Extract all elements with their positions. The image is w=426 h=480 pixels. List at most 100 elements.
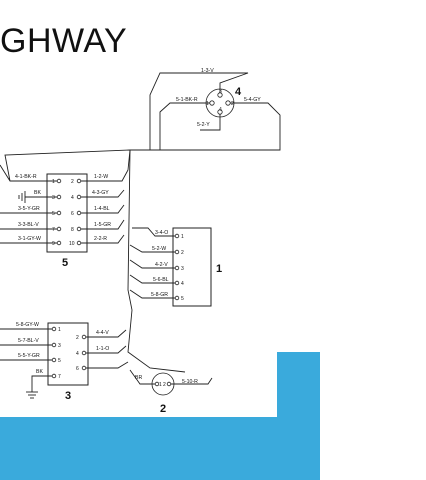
pin bbox=[76, 178, 82, 184]
pin-num: 8 bbox=[71, 227, 74, 233]
pin bbox=[56, 178, 62, 184]
wire bbox=[81, 189, 125, 198]
page-title: GHWAY bbox=[0, 22, 128, 60]
connector-4-pin-num: 2 bbox=[231, 101, 234, 107]
wire-label: 5-8-GR bbox=[151, 292, 168, 298]
wire-label: 5-5-Y-GR bbox=[18, 353, 40, 359]
connector-4: 3 1 2 4 4 bbox=[205, 86, 242, 118]
pin-num: 2 bbox=[76, 335, 79, 341]
wire-label: BR bbox=[135, 375, 142, 381]
wire bbox=[86, 345, 127, 354]
wire bbox=[129, 259, 175, 269]
pin bbox=[76, 194, 82, 200]
connector-3: 1 3 5 7 2 4 6 3 bbox=[47, 322, 89, 402]
pin bbox=[174, 265, 180, 271]
pin-num: 1 bbox=[58, 327, 61, 333]
pin bbox=[76, 210, 82, 216]
wire-1-3-v bbox=[149, 72, 249, 150]
wire-label: 3-1-GY-W bbox=[18, 236, 41, 242]
pin-num: 2 bbox=[181, 250, 184, 256]
pin-num: 4 bbox=[71, 195, 74, 201]
pin-num: 3 bbox=[58, 343, 61, 349]
wire bbox=[171, 377, 213, 385]
wire-label: 1-4-BL bbox=[94, 206, 110, 212]
pin-num: 6 bbox=[76, 366, 79, 372]
pin-num: 5 bbox=[52, 211, 55, 217]
pin bbox=[174, 295, 180, 301]
wire-label: 1-2-W bbox=[94, 174, 108, 180]
water-area bbox=[0, 352, 320, 480]
wire-label: 5-2-Y bbox=[197, 122, 210, 128]
wire-label: 3-5-Y-GR bbox=[18, 206, 40, 212]
connector-4-id: 4 bbox=[235, 86, 242, 98]
pin-num: 1 bbox=[159, 382, 162, 388]
wire bbox=[129, 289, 175, 299]
pin bbox=[56, 210, 62, 216]
wire bbox=[132, 227, 175, 237]
pin bbox=[51, 326, 57, 332]
pin bbox=[56, 240, 62, 246]
wire bbox=[86, 361, 129, 369]
pin-num: 2 bbox=[71, 179, 74, 185]
wire bbox=[129, 244, 175, 253]
ground-icon bbox=[18, 191, 26, 203]
harness-trunk bbox=[127, 149, 186, 373]
pin bbox=[81, 350, 87, 356]
pin bbox=[51, 342, 57, 348]
wire-label: 4-3-GY bbox=[92, 190, 109, 196]
pin bbox=[51, 357, 57, 363]
wire-5-1-bk-r bbox=[159, 102, 210, 150]
pin-num: 6 bbox=[71, 211, 74, 217]
pin bbox=[81, 365, 87, 371]
wire-label: 5-7-BL-V bbox=[18, 338, 39, 344]
pin bbox=[174, 249, 180, 255]
wire bbox=[129, 274, 175, 284]
wire-label: 5-8-GY-W bbox=[16, 322, 39, 328]
connector-4-pin-num: 3 bbox=[219, 89, 222, 95]
pin bbox=[51, 373, 57, 379]
wire bbox=[81, 219, 125, 230]
connector-2: 1 2 2 bbox=[151, 372, 175, 415]
connector-1-body bbox=[172, 227, 212, 307]
wire-5-4-gy bbox=[130, 102, 281, 151]
pin bbox=[56, 226, 62, 232]
wire bbox=[0, 149, 131, 182]
pin-num: 4 bbox=[181, 281, 184, 287]
connector-2-id: 2 bbox=[160, 403, 166, 415]
wire-label: 5-10-R bbox=[182, 379, 198, 385]
wire bbox=[31, 375, 52, 392]
pin-num: 3 bbox=[52, 195, 55, 201]
pin-num: 1 bbox=[181, 234, 184, 240]
connector-4-pin-num: 1 bbox=[206, 101, 209, 107]
ground-icon bbox=[26, 391, 38, 399]
connector-1: 1 2 3 4 5 1 bbox=[172, 227, 222, 307]
pin-num: 5 bbox=[181, 296, 184, 302]
wire bbox=[129, 369, 155, 385]
connector-1-id: 1 bbox=[216, 263, 222, 275]
wire-label: 1-1-O bbox=[96, 346, 109, 352]
pin-num: 1 bbox=[52, 179, 55, 185]
wire-label: 5-1-BK-R bbox=[176, 97, 198, 103]
pin bbox=[81, 334, 87, 340]
pin bbox=[154, 381, 160, 387]
wire-label: BK bbox=[36, 369, 43, 375]
wire bbox=[81, 234, 125, 244]
pin-num: 7 bbox=[52, 227, 55, 233]
pin bbox=[76, 226, 82, 232]
pin-num: 10 bbox=[69, 241, 75, 247]
pin bbox=[174, 280, 180, 286]
wire bbox=[81, 204, 125, 214]
connector-5: 1 3 5 7 9 2 4 6 8 10 5 bbox=[46, 173, 88, 269]
wire-5-2-y bbox=[200, 114, 221, 131]
pin bbox=[76, 240, 82, 246]
pin-num: 9 bbox=[52, 241, 55, 247]
pin-num: 4 bbox=[76, 351, 79, 357]
wire-label: 5-2-W bbox=[152, 246, 166, 252]
wire-label: 5-4-GY bbox=[244, 97, 261, 103]
wire-label: 4-2-V bbox=[155, 262, 168, 268]
wire-label: 2-2-R bbox=[94, 236, 107, 242]
connector-4-pin bbox=[209, 100, 215, 106]
connector-5-id: 5 bbox=[62, 257, 68, 269]
